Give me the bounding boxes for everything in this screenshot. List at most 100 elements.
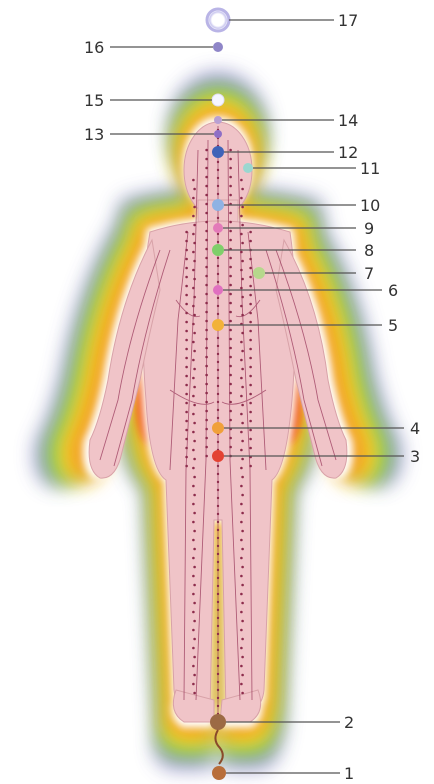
acupoint-dot <box>217 169 219 171</box>
acupoint-dot <box>217 553 219 555</box>
acupoint-dot <box>192 521 195 524</box>
acupoint-dot <box>185 393 188 396</box>
acupoint-dot <box>240 539 243 542</box>
label-13: 13 <box>84 125 104 144</box>
acupoint-dot <box>249 402 252 405</box>
acupoint-dot <box>193 638 196 641</box>
acupoint-dot <box>217 617 219 619</box>
acupoint-dot <box>241 242 244 245</box>
acupoint-dot <box>185 231 188 234</box>
label-7: 7 <box>364 264 374 283</box>
acupoint-dot <box>249 330 252 333</box>
acupoint-dot <box>240 341 243 344</box>
acupoint-dot <box>192 503 195 506</box>
acupoint-dot <box>193 224 196 227</box>
acupoint-dot <box>249 429 252 432</box>
acupoint-dot <box>205 203 208 206</box>
acupoint-dot <box>229 338 232 341</box>
acupoint-dot <box>205 176 208 179</box>
acupoint-dot <box>193 494 196 497</box>
acupoint-dot <box>205 356 208 359</box>
acupoint-dot <box>192 593 195 596</box>
acupoint-dot <box>185 321 188 324</box>
acupoint-dot <box>217 689 219 691</box>
label-16: 16 <box>84 38 104 57</box>
acupoint-dot <box>240 521 243 524</box>
acupoint-dot <box>205 248 208 251</box>
acupoint-dot <box>240 467 243 470</box>
acupoint-dot <box>193 350 196 353</box>
acupoint-dot <box>185 294 188 297</box>
acupoint-dot <box>192 467 195 470</box>
acupoint-dot <box>249 465 252 468</box>
acupoint-dot <box>193 188 196 191</box>
acupoint-dot <box>217 633 219 635</box>
acupoint-dot <box>193 620 196 623</box>
acupoint-dot <box>217 273 219 275</box>
acupoint-dot <box>205 275 208 278</box>
acupoint-dot <box>229 167 232 170</box>
acupoint-dot <box>229 293 232 296</box>
label-12: 12 <box>338 143 358 162</box>
acupoint-dot <box>185 420 188 423</box>
acupoint-dot <box>241 548 244 551</box>
acupoint-dot <box>205 311 208 314</box>
acupoint-dot <box>249 420 252 423</box>
acupoint-dot <box>205 401 208 404</box>
acupoint-dot <box>249 384 252 387</box>
acupoint-dot <box>217 193 219 195</box>
acupoint-dot <box>229 356 232 359</box>
acupoint-dot <box>241 620 244 623</box>
acupoint-dot <box>241 332 244 335</box>
acupoint-dot <box>192 341 195 344</box>
acupoint-dot <box>205 194 208 197</box>
point-14 <box>214 116 222 124</box>
acupoint-dot <box>185 339 188 342</box>
point-17 <box>207 9 229 31</box>
acupoint-dot <box>217 489 219 491</box>
acupoint-dot <box>217 465 219 467</box>
acupoint-dot <box>185 411 188 414</box>
acupoint-dot <box>229 275 232 278</box>
acupoint-dot <box>205 239 208 242</box>
acupoint-dot <box>241 476 244 479</box>
acupoint-dot <box>185 240 188 243</box>
acupoint-dot <box>229 176 232 179</box>
acupoint-dot <box>205 230 208 233</box>
acupoint-dot <box>185 249 188 252</box>
acupoint-dot <box>217 593 219 595</box>
acupoint-dot <box>240 503 243 506</box>
acupoint-dot <box>192 449 195 452</box>
acupoint-dot <box>193 602 196 605</box>
acupoint-dot <box>205 365 208 368</box>
acupoint-dot <box>249 438 252 441</box>
acupoint-dot <box>241 188 244 191</box>
acupoint-dot <box>240 179 243 182</box>
acupoint-dot <box>192 557 195 560</box>
acupoint-dot <box>205 320 208 323</box>
acupoint-dot <box>217 569 219 571</box>
acupoint-dot <box>229 401 232 404</box>
acupoint-dot <box>192 629 195 632</box>
label-3: 3 <box>410 447 420 466</box>
acupoint-dot <box>193 656 196 659</box>
acupoint-dot <box>193 242 196 245</box>
acupoint-dot <box>229 329 232 332</box>
acupoint-dot <box>217 417 219 419</box>
acupoint-dot <box>193 458 196 461</box>
acupoint-dot <box>185 348 188 351</box>
acupoint-dot <box>185 366 188 369</box>
acupoint-dot <box>240 683 243 686</box>
acupoint-dot <box>205 338 208 341</box>
acupoint-dot <box>193 368 196 371</box>
acupoint-dot <box>217 505 219 507</box>
acupoint-dot <box>205 437 208 440</box>
acupoint-dot <box>229 239 232 242</box>
acupoint-dot <box>192 539 195 542</box>
acupoint-dot <box>193 260 196 263</box>
point-10 <box>212 199 224 211</box>
acupoint-dot <box>217 177 219 179</box>
acupoint-dot <box>217 585 219 587</box>
acupoint-dot <box>240 611 243 614</box>
acupoint-dot <box>217 577 219 579</box>
